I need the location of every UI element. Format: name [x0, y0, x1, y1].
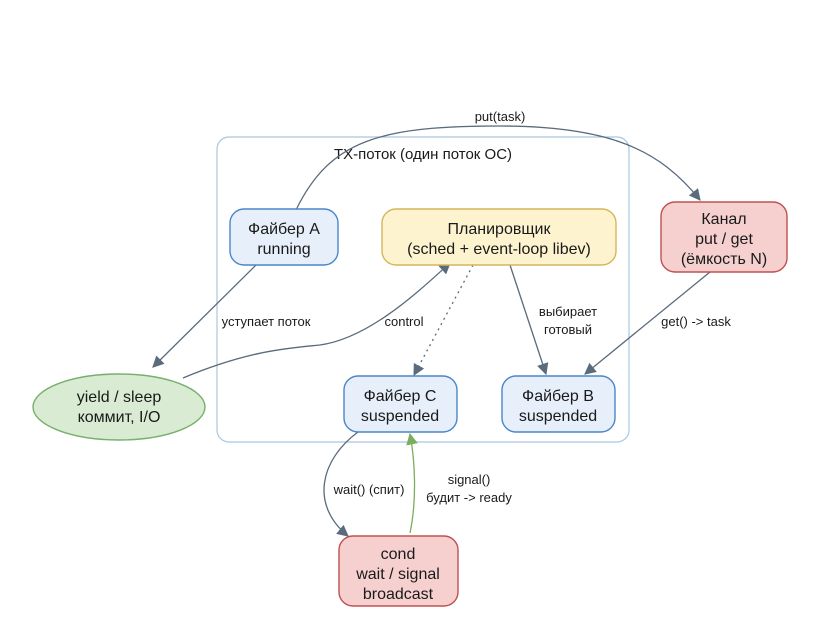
node-yield-title: yield / sleep — [77, 389, 162, 406]
node-scheduler-title: Планировщик — [448, 221, 552, 238]
edge-control — [182, 262, 451, 379]
edge-label-selects-1: выбирает — [539, 304, 597, 319]
node-scheduler: Планировщик (sched + event-loop libev) — [381, 208, 617, 266]
cluster-label: TX-поток (один поток ОС) — [334, 146, 512, 163]
edge-selects-ready — [509, 264, 549, 376]
node-fiber-b: Файбер B suspended — [501, 375, 616, 433]
edge-wait-sleeps — [323, 431, 359, 537]
node-scheduler-desc: (sched + event-loop libev) — [407, 241, 591, 258]
node-fiber-a-title: Файбер A — [248, 221, 320, 238]
node-cond-title: cond — [381, 546, 416, 563]
edge-yield-thread — [152, 264, 257, 368]
node-fiber-a-state: running — [257, 241, 310, 258]
node-fiber-b-title: Файбер B — [522, 388, 594, 405]
edge-put-task — [295, 125, 701, 211]
tx-thread-cluster: TX-поток (один поток ОС) — [216, 136, 630, 443]
node-channel-capacity: (ёмкость N) — [681, 251, 767, 268]
edge-label-selects-2: готовый — [544, 322, 592, 337]
node-fiber-b-state: suspended — [519, 408, 597, 425]
edge-label-signal-2: будит -> ready — [426, 490, 512, 505]
edge-signal — [406, 432, 418, 534]
edge-label-yield-thread: уступает поток — [222, 314, 311, 329]
node-fiber-c: Файбер C suspended — [343, 375, 458, 433]
edge-label-signal-1: signal() — [448, 472, 491, 487]
node-channel: Канал put / get (ёмкость N) — [660, 201, 788, 273]
edge-label-put-task: put(task) — [475, 109, 526, 124]
node-cond: cond wait / signal broadcast — [338, 535, 459, 607]
node-fiber-c-state: suspended — [361, 408, 439, 425]
node-cond-broadcast: broadcast — [363, 586, 434, 603]
node-cond-ops: wait / signal — [355, 566, 440, 583]
edge-label-wait-sleeps: wait() (спит) — [333, 482, 405, 497]
node-fiber-a: Файбер A running — [229, 208, 339, 266]
edge-label-control: control — [384, 314, 423, 329]
node-channel-ops: put / get — [695, 231, 753, 248]
node-yield-sleep: yield / sleep коммит, I/O — [32, 373, 206, 441]
node-yield-desc: коммит, I/O — [78, 409, 161, 426]
node-channel-title: Канал — [701, 211, 746, 228]
edge-label-get-task: get() -> task — [661, 314, 731, 329]
edge-get-task — [584, 271, 711, 375]
edge-labels: put(task) уступает поток control выбирае… — [222, 109, 732, 505]
edges — [152, 125, 711, 537]
node-fiber-c-title: Файбер C — [364, 388, 437, 405]
